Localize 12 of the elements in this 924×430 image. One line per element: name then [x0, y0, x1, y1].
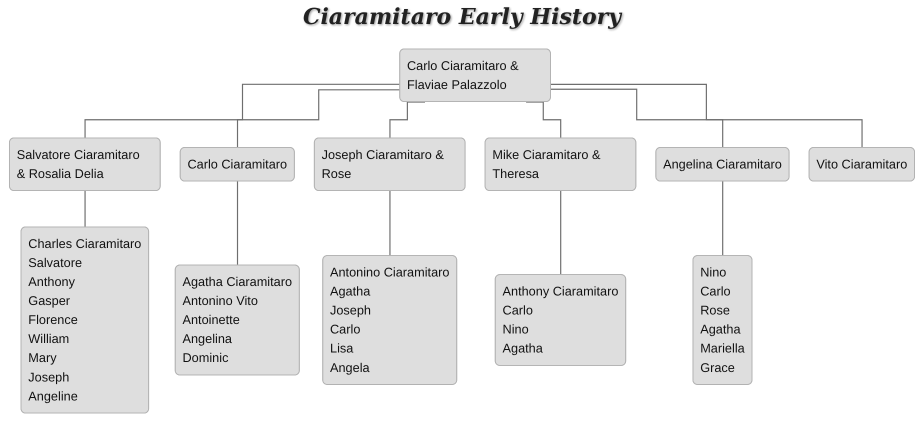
connector [236, 89, 400, 148]
connector [389, 190, 391, 257]
connector [560, 190, 562, 276]
connector [550, 84, 863, 148]
connector [722, 180, 724, 257]
connector [550, 88, 724, 148]
connector [389, 101, 426, 139]
connector [236, 180, 238, 266]
connector [84, 84, 400, 139]
diagram-title: Ciaramitaro Early History [302, 3, 624, 32]
connector [84, 190, 86, 228]
connector [526, 101, 562, 139]
